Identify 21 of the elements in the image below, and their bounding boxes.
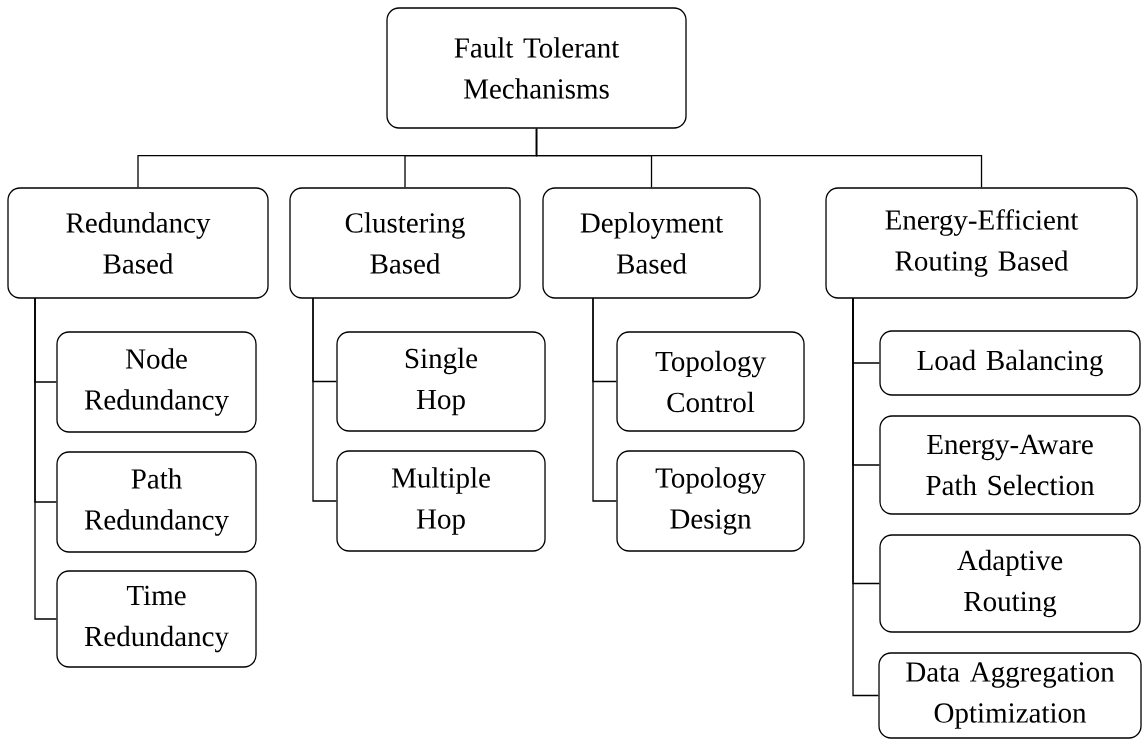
category-box: Energy-Efficient Routing Based xyxy=(825,187,1138,299)
category-box: Redundancy Based xyxy=(7,187,269,299)
subcategory-box: Topology Design xyxy=(616,450,805,552)
connector-line xyxy=(535,128,983,188)
connector-line xyxy=(312,297,337,502)
subcategory-box: Time Redundancy xyxy=(56,570,257,668)
connector-line xyxy=(852,297,879,697)
subcategory-box: Load Balancing xyxy=(879,330,1141,396)
subcategory-box: Energy-Aware Path Selection xyxy=(879,415,1141,515)
subcategory-box: Topology Control xyxy=(616,331,805,432)
subcategory-box: Adaptive Routing xyxy=(879,534,1141,633)
category-box: Clustering Based xyxy=(289,187,521,299)
subcategory-box: Path Redundancy xyxy=(56,451,257,553)
subcategory-box: Multiple Hop xyxy=(336,450,546,552)
root-box: Fault Tolerant Mechanisms xyxy=(386,7,687,129)
category-box: Deployment Based xyxy=(542,187,761,299)
connector-line xyxy=(34,297,57,620)
connector-line xyxy=(592,297,617,502)
subcategory-box: Node Redundancy xyxy=(56,331,257,433)
subcategory-box: Single Hop xyxy=(336,331,546,432)
subcategory-box: Data Aggregation Optimization xyxy=(878,652,1142,739)
